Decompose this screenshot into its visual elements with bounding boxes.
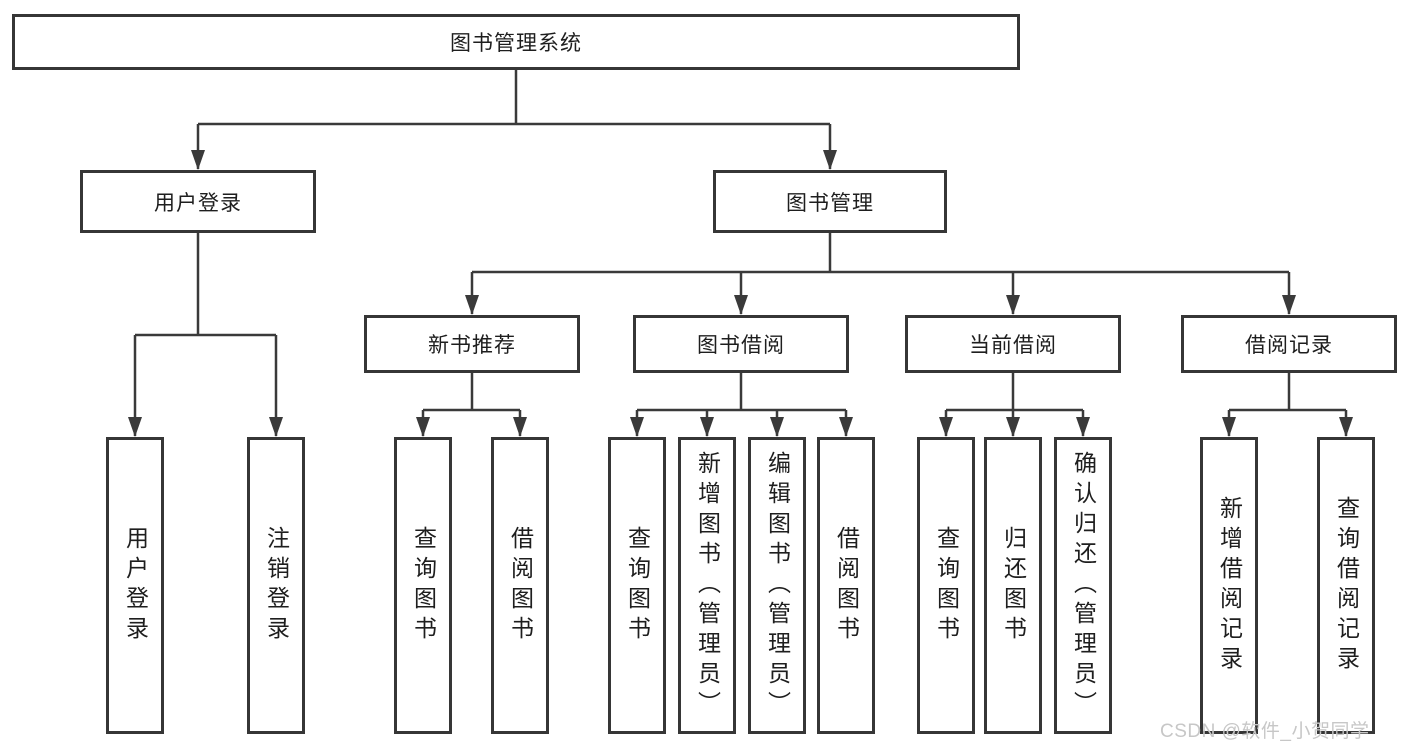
leaf-query-books-recommend: 查询图书 <box>394 437 452 734</box>
leaf-add-books-admin: 新增图书（管理员） <box>678 437 736 734</box>
node-root: 图书管理系统 <box>12 14 1020 70</box>
node-book-management: 图书管理 <box>713 170 947 233</box>
leaf-confirm-return-admin: 确认归还（管理员） <box>1054 437 1112 734</box>
connector-recommend-to-leaves <box>423 373 520 412</box>
leaf-return-books: 归还图书 <box>984 437 1042 734</box>
leaf-borrow-books-recommend: 借阅图书 <box>491 437 549 734</box>
node-new-book-recommend: 新书推荐 <box>364 315 580 373</box>
node-user-login: 用户登录 <box>80 170 316 233</box>
leaf-user-login: 用户登录 <box>106 437 164 734</box>
leaf-borrow-books: 借阅图书 <box>817 437 875 734</box>
leaf-add-borrow-record: 新增借阅记录 <box>1200 437 1258 734</box>
connector-bookmgmt-to-level3 <box>472 233 1289 274</box>
csdn-watermark: CSDN @软件_小贺同学 <box>1160 721 1370 742</box>
connector-userlogin-to-leaves <box>135 233 276 337</box>
leaf-query-books-borrow: 查询图书 <box>608 437 666 734</box>
connector-bookborrow-to-leaves <box>637 373 846 412</box>
connector-borrowrecord-to-leaves <box>1229 373 1346 412</box>
leaf-query-borrow-record: 查询借阅记录 <box>1317 437 1375 734</box>
node-book-borrow: 图书借阅 <box>633 315 849 373</box>
node-current-borrow: 当前借阅 <box>905 315 1121 373</box>
leaf-query-books-current: 查询图书 <box>917 437 975 734</box>
connector-currentborrow-to-leaves <box>946 373 1083 412</box>
leaf-logout: 注销登录 <box>247 437 305 734</box>
connector-root-to-level2 <box>198 70 830 126</box>
leaf-edit-books-admin: 编辑图书（管理员） <box>748 437 806 734</box>
node-borrow-record: 借阅记录 <box>1181 315 1397 373</box>
